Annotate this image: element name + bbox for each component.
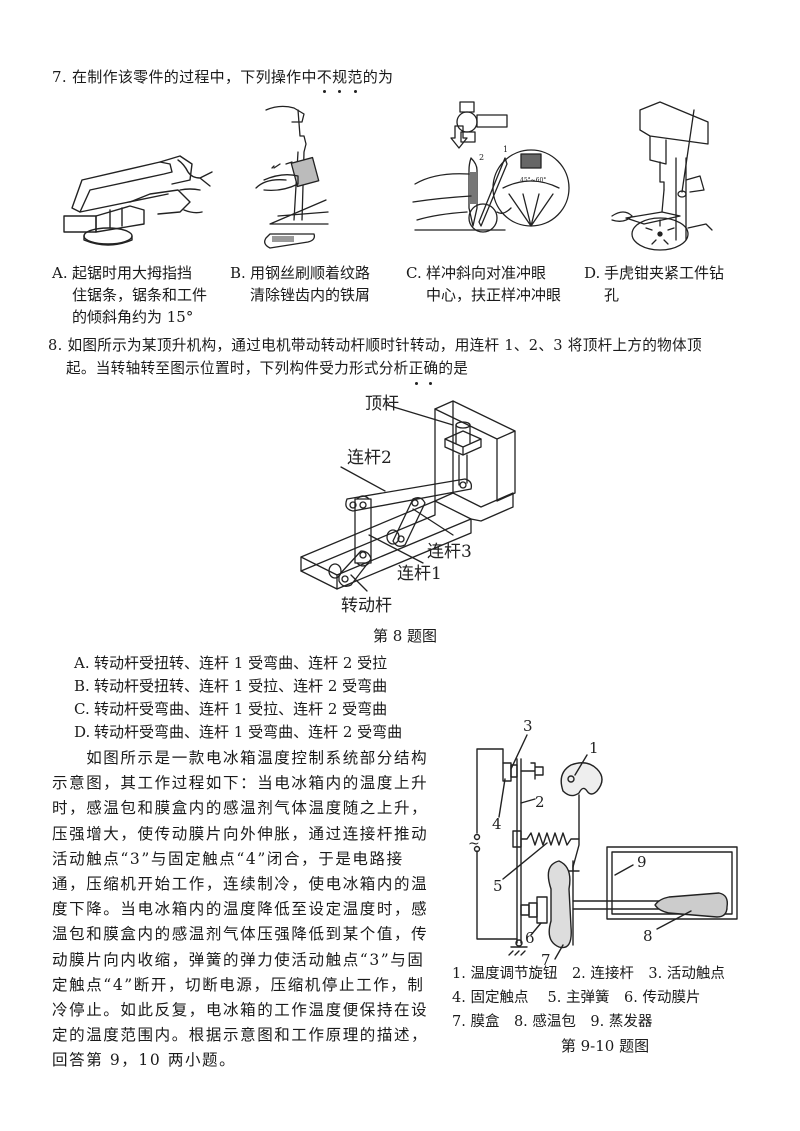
option-line: 起锯时用大拇指挡 [72,264,193,282]
emphasis-char: 范 [347,68,363,93]
label-link1: 连杆1 [397,564,442,584]
q8-stem-line1: 8. 如图所示为某顶升机构，通过电机带动转动杆顺时针转动，用连杆 1、2、3 将… [48,337,702,354]
option-letter: D. [74,723,91,741]
q8-figure-caption: 第 8 题图 [372,627,438,645]
paragraph-line: 活动触点“3”与固定触点“4”闭合，于是电路接 [52,849,404,868]
q7-stem-suffix: 的为 [362,68,394,86]
paragraph-line: 通，压缩机开始工作，连续制冷，使电冰箱内的温 [52,875,429,894]
part-number-3: 3 [523,717,533,735]
q8-stem-suffix: 的是 [438,360,469,377]
option-line: 住锯条，锯条和工件 [72,286,208,304]
option-letter: A. [74,654,90,672]
paragraph-line: 度下降。当电冰箱内的温度降低至设定温度时，感 [52,900,429,919]
drill-press-image [611,101,713,251]
paragraph-line: 定触点“4”断开，切断电源，压缩机停止工作，制 [52,975,425,994]
q8-option-b: B.转动杆受扭转、连杆 1 受拉、连杆 2 受弯曲 [74,675,387,697]
option-letter: C. [406,264,422,282]
emphasis-char: 确 [423,358,438,385]
part-number-8: 8 [643,927,653,945]
part-number-6: 6 [525,929,535,947]
option-line: 清除锉齿内的铁屑 [250,286,371,304]
legend-line: 7. 膜盒 8. 感温包 9. 蒸发器 [452,1014,653,1030]
legend-line: 1. 温度调节旋钮 2. 连接杆 3. 活动触点 [452,966,725,982]
q7-option-b: B.用钢丝刷顺着纹路清除锉齿内的铁屑 [230,262,370,306]
part-number-5: 5 [493,877,503,895]
center-punch-image: 45°~60° 2 1 [412,101,570,233]
emphasis-char: 不 [316,68,333,93]
option-letter: B. [74,677,90,695]
ac-symbol: ~ [468,836,480,852]
option-letter: C. [74,700,90,718]
option-text: 转动杆受弯曲、连杆 1 受拉、连杆 2 受弯曲 [94,700,388,718]
hacksaw-vise-image [63,155,213,246]
q7-option-c: C.样冲斜向对准冲眼中心，扶正样冲冲眼 [406,262,561,306]
q9-10-paragraph: 如图所示是一款电冰箱温度控制系统部分结构 示意图，其工作过程如下：当电冰箱内的温… [52,746,442,1074]
part-number-4: 4 [492,815,502,833]
q9-10-figure-legend: 1. 温度调节旋钮 2. 连接杆 3. 活动触点 4. 固定触点 5. 主弹簧 … [452,962,725,1034]
q8-option-a: A.转动杆受扭转、连杆 1 受弯曲、连杆 2 受拉 [74,652,387,674]
wire-brush-file-image [255,105,329,249]
q8-option-c: C.转动杆受弯曲、连杆 1 受拉、连杆 2 受弯曲 [74,698,387,720]
option-line: 样冲斜向对准冲眼 [426,264,547,282]
paragraph-line: 定的温度范围内。根据示意图和工作原理的描述， [52,1026,429,1045]
q7-stem-prefix: 7. 在制作该零件的过程中，下列操作中 [52,68,317,86]
punch-label-1: 1 [503,145,508,154]
paragraph-line: 动膜片向内收缩，弹簧的弹力使活动触点“3”与固 [52,950,425,969]
fridge-thermostat-figure: ~ 3 1 2 4 5 6 7 8 9 [468,717,738,969]
option-letter: D. [584,264,601,282]
q7-option-a: A.起锯时用大拇指挡住锯条，锯条和工件的倾斜角约为 15° [52,262,207,328]
paragraph-line: 如图所示是一款电冰箱温度控制系统部分结构 [52,749,429,767]
option-letter: B. [230,264,246,282]
option-line: 用钢丝刷顺着纹路 [250,264,371,282]
label-link3: 连杆3 [427,542,472,562]
option-line: 手虎钳夹紧工件钻 [604,264,725,282]
paragraph-line: 时，感温包和膜盒内的感温剂气体温度随之上升， [52,799,429,818]
q7-stem: 7. 在制作该零件的过程中，下列操作中不规范的为 [52,66,394,93]
label-rotating-rod: 转动杆 [341,596,392,616]
q9-10-figure-caption: 第 9-10 题图 [560,1037,650,1055]
paragraph-line: 冷停止。如此反复，电冰箱的工作温度便保持在设 [52,1001,429,1020]
jacking-mechanism-figure: 顶杆 连杆2 连杆3 连杆1 转动杆 [300,394,516,616]
paragraph-line: 回答第 9，10 两小题。 [52,1051,237,1070]
option-text: 转动杆受扭转、连杆 1 受弯曲、连杆 2 受拉 [94,654,388,672]
part-number-7: 7 [541,951,551,969]
option-letter: A. [52,264,68,282]
q8-stem-line2: 起。当转轴转至图示位置时，下列构件受力形式分析正确的是 [66,358,469,385]
punch-label-2: 2 [479,153,484,162]
option-text: 转动杆受扭转、连杆 1 受拉、连杆 2 受弯曲 [94,677,388,695]
q7-option-d: D.手虎钳夹紧工件钻孔 [584,262,724,306]
option-line: 的倾斜角约为 15° [72,308,194,326]
paragraph-line: 温包和膜盒内的感温剂气体压强降低到某个值，传 [52,925,429,944]
q8-option-d: D.转动杆受弯曲、连杆 1 受弯曲、连杆 2 受弯曲 [74,721,402,743]
legend-line: 4. 固定触点 5. 主弹簧 6. 传动膜片 [452,990,701,1006]
paragraph-line: 压强增大，使传动膜片向外伸胀，通过连接杆推动 [52,824,429,843]
option-line: 中心，扶正样冲冲眼 [426,286,562,304]
part-number-1: 1 [589,739,599,757]
angle-label: 45°~60° [520,177,546,184]
part-number-9: 9 [637,853,647,871]
emphasis-char: 规 [332,68,348,93]
label-top-rod: 顶杆 [365,394,399,414]
option-line: 孔 [604,286,620,304]
emphasis-char: 正 [409,358,424,385]
option-text: 转动杆受弯曲、连杆 1 受弯曲、连杆 2 受弯曲 [94,723,403,741]
paragraph-line: 示意图，其工作过程如下：当电冰箱内的温度上升 [52,774,429,793]
part-number-2: 2 [535,793,545,811]
label-link2: 连杆2 [347,448,392,468]
q8-stem-prefix: 起。当转轴转至图示位置时，下列构件受力形式分析 [66,360,409,377]
